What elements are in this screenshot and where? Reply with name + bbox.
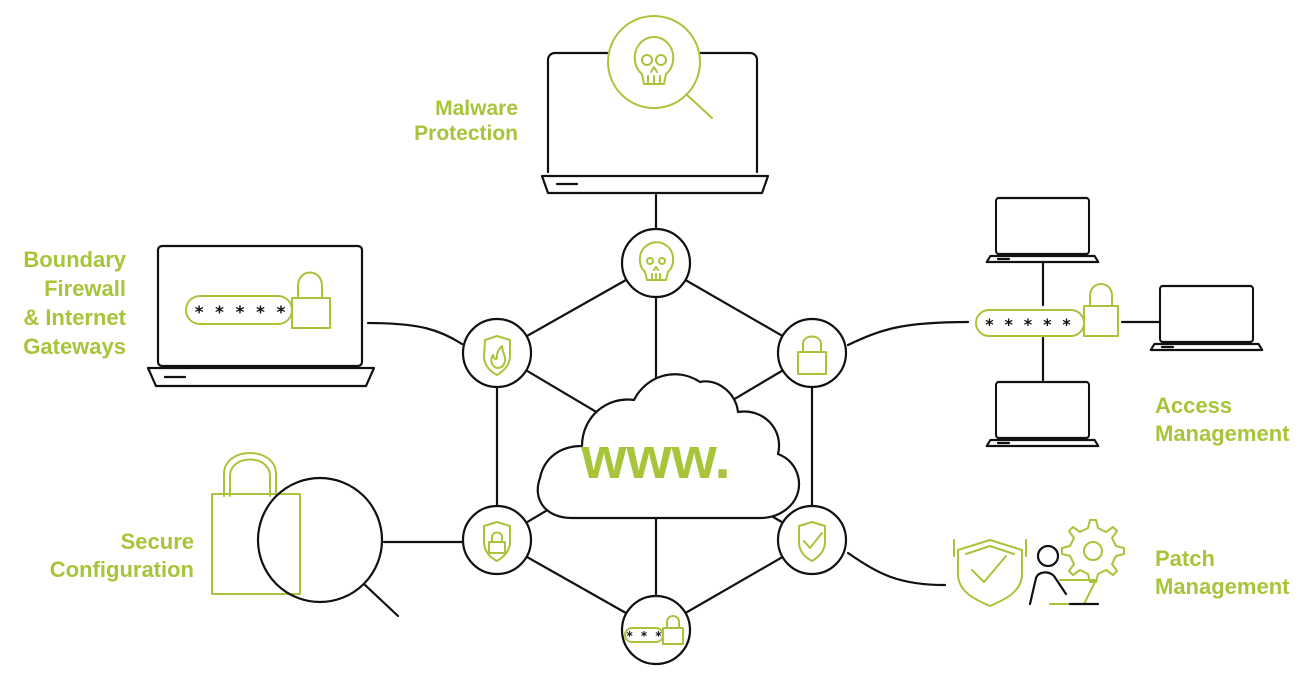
- label-malware-protection: Malware Protection: [402, 96, 518, 146]
- boundary-laptop: * * * * *: [146, 244, 376, 388]
- password-lock-icon: * * *: [624, 615, 684, 645]
- label-line: Patch: [1155, 546, 1215, 571]
- label-line: Configuration: [49, 557, 194, 582]
- label-boundary-firewall: Boundary Firewall & Internet Gateways: [0, 245, 126, 361]
- laptop-bottom: [985, 380, 1100, 448]
- label-line: & Internet: [23, 305, 126, 330]
- skull-icon: [638, 241, 675, 281]
- label-line: Protection: [414, 122, 518, 145]
- secure-config-illustration: [211, 452, 400, 618]
- node-access: [776, 317, 848, 389]
- flame-shield-icon: [483, 335, 511, 376]
- node-configuration: [461, 504, 533, 576]
- bottom-password-text: * * *: [626, 629, 662, 643]
- label-secure-configuration: Secure Configuration: [20, 528, 194, 584]
- gear-icon: [1061, 519, 1125, 583]
- label-line: Boundary: [23, 247, 126, 272]
- label-access-management: Access Management: [1155, 392, 1315, 448]
- lock-shield-icon: [483, 521, 511, 562]
- person-laptop-icon: [1028, 544, 1100, 606]
- malware-laptop: [540, 15, 770, 195]
- laptop-right: [1149, 284, 1264, 352]
- label-line: Management: [1155, 574, 1290, 599]
- patch-illustration: [953, 519, 1125, 607]
- magnifier-skull-icon: [607, 15, 713, 119]
- label-line: Malware: [435, 97, 518, 120]
- label-line: Management: [1155, 421, 1290, 446]
- internet-cloud: www.: [536, 373, 800, 520]
- access-cluster: * * * * *: [975, 196, 1264, 448]
- label-line: Gateways: [23, 334, 126, 359]
- access-password-text: * * * * *: [985, 315, 1072, 334]
- label-line: Firewall: [44, 276, 126, 301]
- magnifier-icon: [256, 476, 400, 618]
- node-firewall: [461, 317, 533, 389]
- node-password: * * *: [620, 594, 692, 666]
- padlock-icon: [1083, 283, 1119, 337]
- www-label: www.: [580, 426, 730, 491]
- label-line: Secure: [120, 529, 194, 554]
- check-shield-icon: [953, 539, 1027, 607]
- padlock-icon: [291, 271, 331, 329]
- check-shield-icon: [798, 521, 826, 562]
- laptop-top: [985, 196, 1100, 264]
- padlock-icon: [797, 335, 827, 375]
- node-malware: [620, 227, 692, 299]
- boundary-password-text: * * * * *: [194, 303, 286, 323]
- node-patch: [776, 504, 848, 576]
- label-patch-management: Patch Management: [1155, 545, 1315, 601]
- label-line: Access: [1155, 393, 1233, 418]
